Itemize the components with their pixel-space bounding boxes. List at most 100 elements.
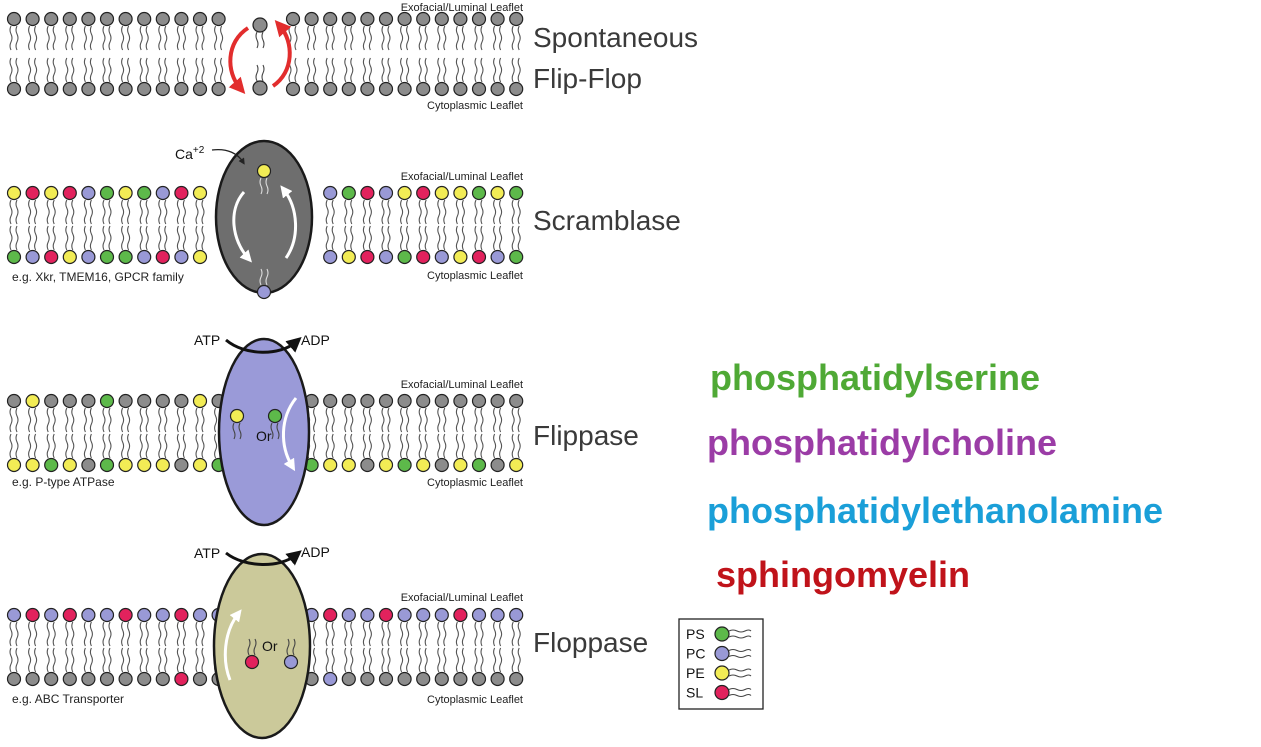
lipid [25,225,40,265]
lipid [490,647,505,687]
lipid [378,433,394,473]
lipid [99,607,115,647]
lipid [118,185,133,225]
lipid-key-abbr: SL [686,685,703,701]
lipid [25,57,40,97]
lipid [378,57,394,97]
scramble-arrow-up-icon [280,185,298,259]
panel-title-line-1: Spontaneous [533,22,698,53]
lipid [471,225,487,265]
flipping-lipid [252,17,268,96]
panel-title: Flippase [533,420,639,451]
lipid [137,11,152,51]
lipid [174,11,189,51]
lipid [397,607,412,647]
lipid [174,185,189,225]
legend-phosphatidylcholine: phosphatidylcholine [707,422,1058,463]
lipid [174,607,189,647]
lipid [471,647,487,687]
lipid [137,185,152,225]
panel-spontaneous-flip-flop: Exofacial/Luminal Leaflet Cytoplasmic Le… [6,2,698,112]
lipid [118,11,133,51]
lipid [6,647,22,687]
lipid [137,647,152,687]
lipid [360,225,375,265]
lipid [453,11,468,51]
lipid [118,57,133,97]
lipid [341,225,356,265]
lipid [360,647,375,687]
cytoplasmic-leaflet-label: Cytoplasmic Leaflet [427,270,523,282]
lipid [25,11,40,51]
lipid [341,647,356,687]
scramblase-example: e.g. Xkr, TMEM16, GPCR family [12,270,184,284]
lipid [155,647,170,687]
legend-sphingomyelin: sphingomyelin [716,554,971,595]
atp-adp-arrow-icon [225,550,302,566]
lipid [155,57,170,97]
lipid [360,393,375,433]
lipid [155,607,170,647]
lipid [490,433,505,473]
lipid [397,647,412,687]
lipid [323,607,338,647]
lipid-key-abbr: PS [686,626,705,642]
lipid [453,57,468,97]
lipid [434,185,449,225]
lipid [434,647,449,687]
lipid [490,11,505,51]
lipid [174,647,189,687]
lipid [25,433,40,473]
cytoplasmic-leaflet-label: Cytoplasmic Leaflet [427,477,523,489]
cytoplasmic-leaflet-label: Cytoplasmic Leaflet [427,694,523,706]
lipid-key-head-icon [714,684,730,701]
lipid [192,11,208,51]
lipid [397,225,412,265]
legend-phosphatidylethanolamine: phosphatidylethanolamine [707,490,1164,531]
lipid [6,433,22,473]
lipid [341,433,356,473]
lipid [378,647,394,687]
lipid [62,185,77,225]
floppase-lipid-sl [244,654,260,670]
lipid [378,393,394,433]
panel-title-line-2: Flip-Flop [533,63,642,94]
lipid [360,11,375,51]
lipid [62,393,77,433]
lipid [471,607,487,647]
lipid [490,185,505,225]
lipid [397,433,412,473]
lipid [323,225,338,265]
floppase-or-label: Or [262,638,278,654]
lipid-key-row: SL [686,684,752,701]
lipid-key-row: PS [686,626,752,642]
lipid [118,607,133,647]
lipid [453,393,468,433]
lipid [192,433,208,473]
exofacial-leaflet-label: Exofacial/Luminal Leaflet [401,171,523,183]
atp-label: ATP [194,332,220,348]
lipid [341,393,356,433]
lipid [137,607,152,647]
flop-outward-arrow-icon [223,609,242,681]
lipid [471,11,487,51]
lipid [509,11,524,51]
lipid [137,57,152,97]
lipid [155,11,170,51]
floppase-protein [212,552,312,740]
lipid [416,393,431,433]
lipid [192,57,208,97]
lipid [416,57,431,97]
lipid [416,11,431,51]
flip-inward-arrow-icon [281,397,298,472]
lipid [81,185,96,225]
lipid [174,57,189,97]
lipid [6,225,22,265]
lipid [434,393,449,433]
panel-flippase: Or ATP ADP Exofacial/Luminal Leaflet Cyt… [6,332,639,527]
lipid-key-head-icon [714,665,730,681]
lipid [192,647,208,687]
membrane-scramblase [6,185,524,265]
